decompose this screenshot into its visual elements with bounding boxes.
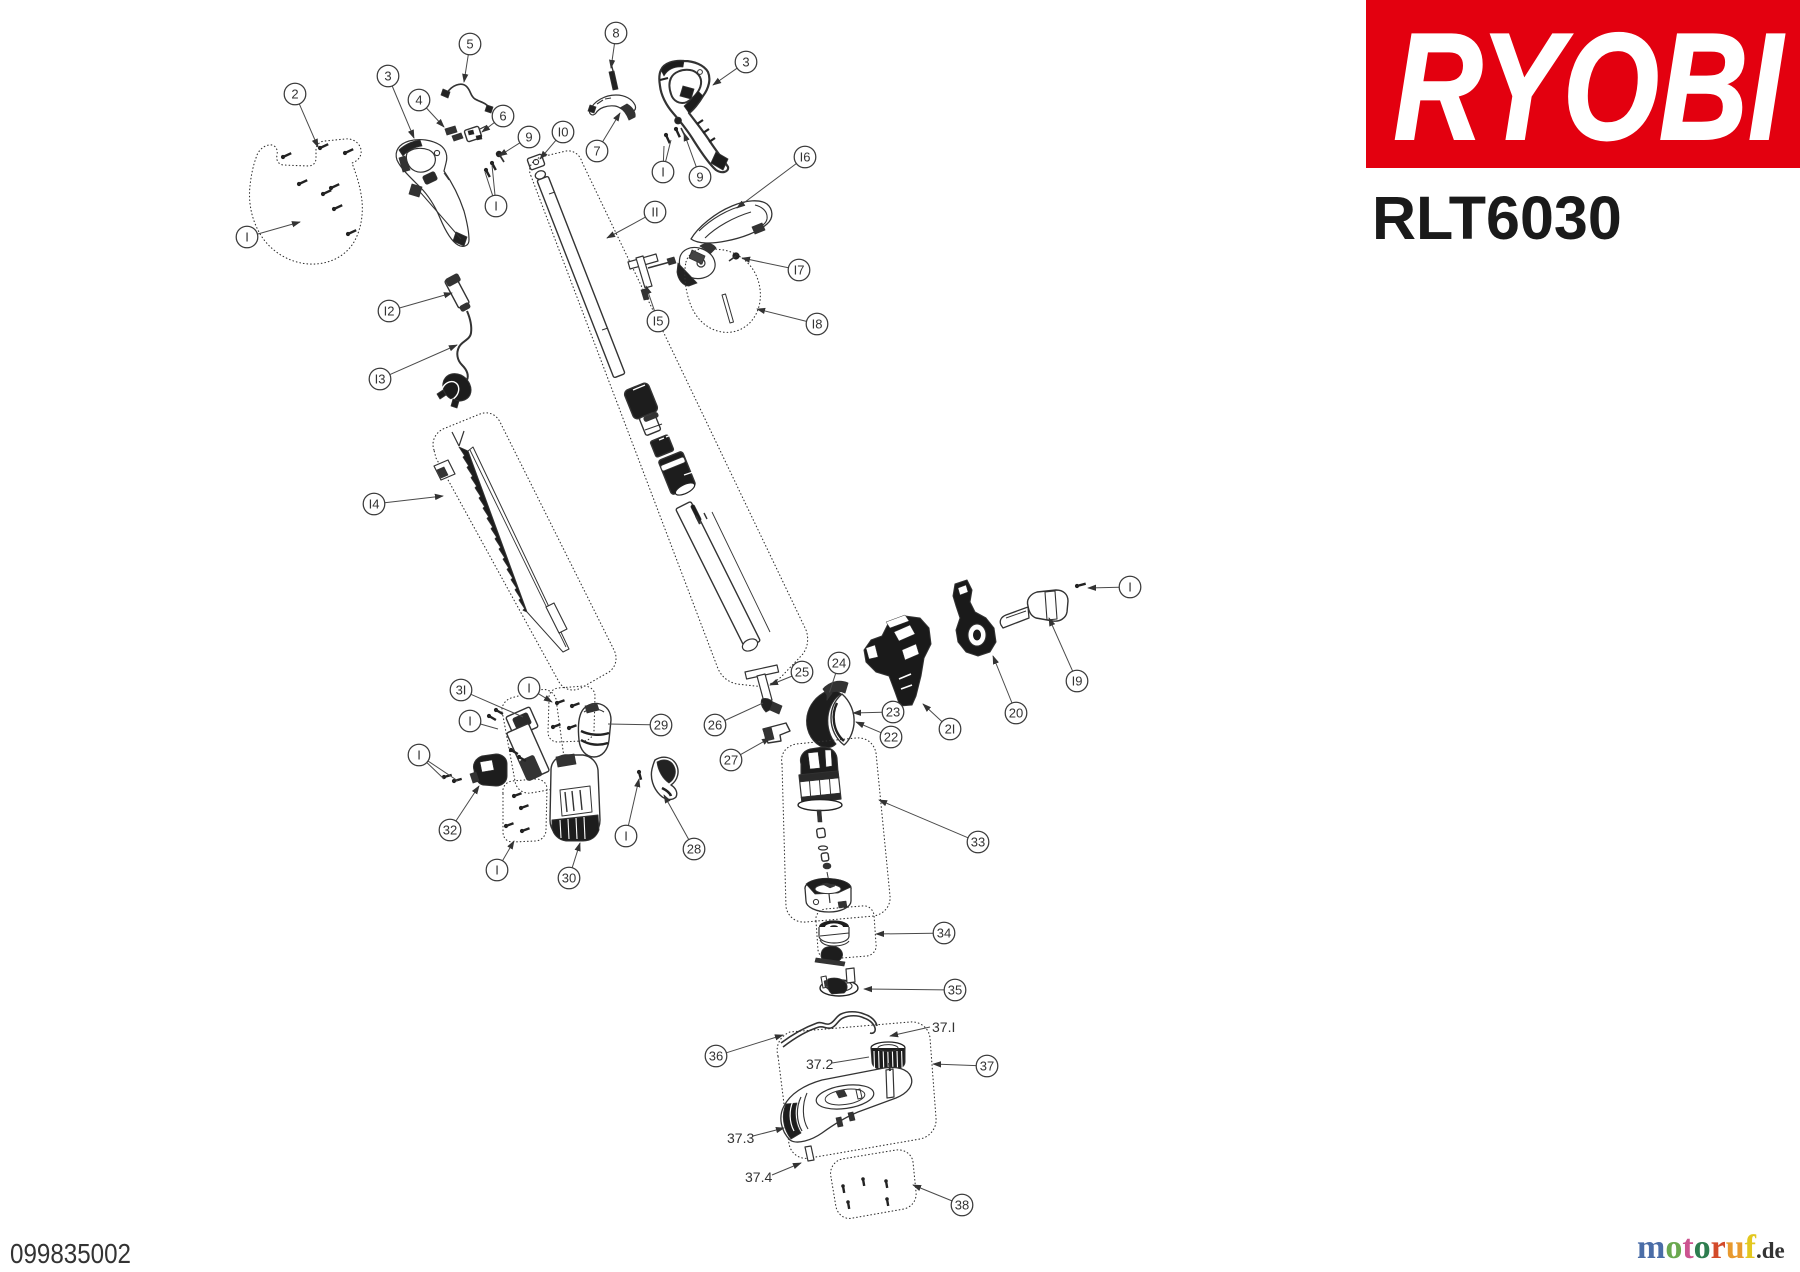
svg-text:35: 35 bbox=[948, 982, 962, 997]
svg-text:motoruf.de: motoruf.de bbox=[1637, 1229, 1785, 1266]
svg-text:I7: I7 bbox=[794, 262, 805, 277]
svg-text:37.I: 37.I bbox=[932, 1019, 955, 1035]
svg-text:I3: I3 bbox=[375, 371, 386, 386]
svg-text:2I: 2I bbox=[945, 721, 956, 736]
svg-text:3: 3 bbox=[742, 54, 749, 69]
svg-text:37.2: 37.2 bbox=[806, 1056, 833, 1072]
svg-text:I: I bbox=[624, 828, 628, 843]
svg-text:24: 24 bbox=[832, 655, 846, 670]
svg-text:RYOBI: RYOBI bbox=[1394, 2, 1785, 172]
svg-text:099835002: 099835002 bbox=[10, 1238, 131, 1269]
svg-text:8: 8 bbox=[612, 25, 619, 40]
svg-text:33: 33 bbox=[971, 834, 985, 849]
svg-text:23: 23 bbox=[886, 704, 900, 719]
svg-text:I: I bbox=[495, 862, 499, 877]
svg-text:I: I bbox=[494, 198, 498, 213]
svg-text:3: 3 bbox=[384, 68, 391, 83]
svg-text:7: 7 bbox=[593, 143, 600, 158]
svg-text:37.4: 37.4 bbox=[745, 1169, 772, 1185]
svg-text:26: 26 bbox=[708, 717, 722, 732]
svg-text:6: 6 bbox=[499, 108, 506, 123]
svg-text:I: I bbox=[1128, 579, 1132, 594]
svg-text:28: 28 bbox=[687, 841, 701, 856]
svg-text:I8: I8 bbox=[812, 316, 823, 331]
svg-text:I: I bbox=[417, 747, 421, 762]
svg-text:27: 27 bbox=[724, 752, 738, 767]
svg-text:20: 20 bbox=[1009, 705, 1023, 720]
svg-text:3I: 3I bbox=[456, 682, 467, 697]
svg-text:RLT6030: RLT6030 bbox=[1372, 184, 1622, 252]
svg-text:34: 34 bbox=[937, 925, 951, 940]
svg-text:I6: I6 bbox=[800, 149, 811, 164]
svg-text:I9: I9 bbox=[1072, 673, 1083, 688]
svg-text:I: I bbox=[468, 713, 472, 728]
svg-text:4: 4 bbox=[415, 92, 422, 107]
svg-text:38: 38 bbox=[955, 1197, 969, 1212]
svg-text:37.3: 37.3 bbox=[727, 1130, 754, 1146]
svg-text:37: 37 bbox=[980, 1058, 994, 1073]
svg-text:5: 5 bbox=[466, 36, 473, 51]
svg-text:29: 29 bbox=[654, 717, 668, 732]
svg-text:I0: I0 bbox=[558, 124, 569, 139]
svg-text:I: I bbox=[245, 229, 249, 244]
svg-text:25: 25 bbox=[795, 664, 809, 679]
svg-text:I5: I5 bbox=[653, 313, 664, 328]
svg-text:22: 22 bbox=[884, 729, 898, 744]
svg-text:2: 2 bbox=[291, 86, 298, 101]
svg-text:36: 36 bbox=[709, 1048, 723, 1063]
svg-text:I2: I2 bbox=[384, 303, 395, 318]
svg-text:9: 9 bbox=[696, 169, 703, 184]
svg-text:II: II bbox=[651, 204, 658, 219]
svg-text:9: 9 bbox=[525, 129, 532, 144]
svg-text:I: I bbox=[661, 164, 665, 179]
svg-text:I: I bbox=[527, 680, 531, 695]
svg-text:I4: I4 bbox=[369, 496, 380, 511]
svg-text:32: 32 bbox=[443, 822, 457, 837]
svg-text:30: 30 bbox=[562, 870, 576, 885]
